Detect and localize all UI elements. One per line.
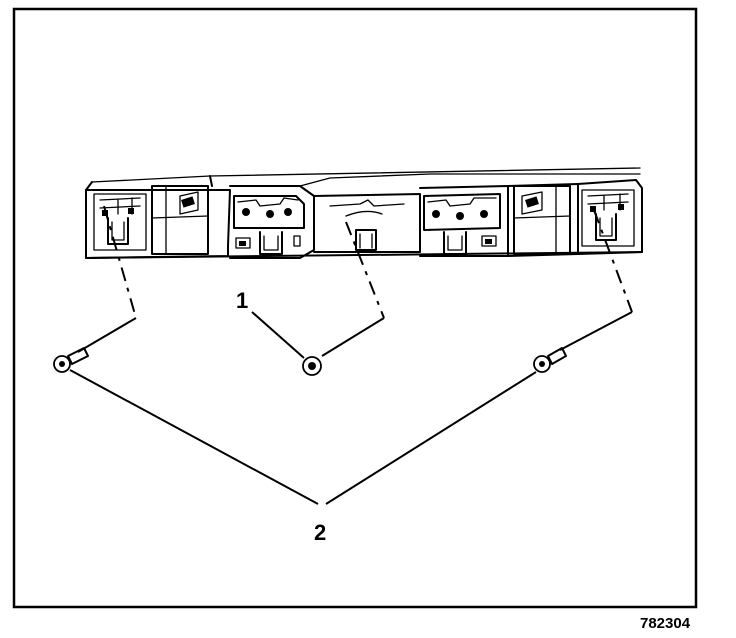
left-bolt xyxy=(53,205,137,373)
center-nut xyxy=(302,221,385,376)
callout-2-leader-right xyxy=(325,371,537,505)
callout-2-label: 2 xyxy=(314,520,326,545)
figure-id-label: 782304 xyxy=(640,615,691,632)
figure-frame xyxy=(12,7,698,609)
callout-1-label: 1 xyxy=(236,288,248,313)
right-bolt xyxy=(533,209,633,373)
bracket-assembly xyxy=(85,167,643,259)
callout-1-leader xyxy=(251,311,305,359)
callout-2-leader-left xyxy=(69,369,319,505)
